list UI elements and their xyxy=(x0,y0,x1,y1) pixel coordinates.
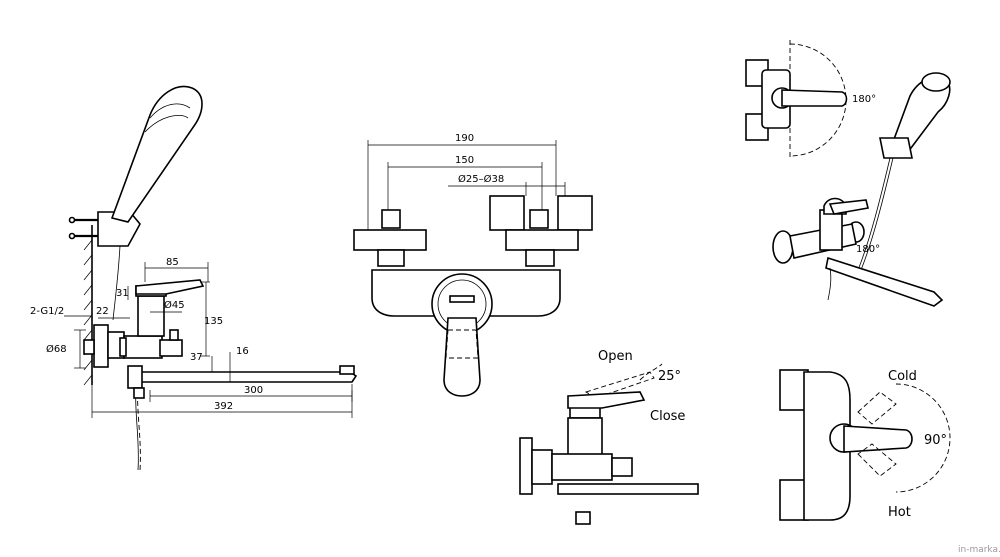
dim-45-diameter: Ø45 xyxy=(164,299,185,311)
angle-180-iso: 180° xyxy=(856,244,880,255)
front-view: 190 150 Ø25–Ø38 xyxy=(353,133,593,397)
dim-392: 392 xyxy=(214,401,233,412)
dim-31: 31 xyxy=(116,288,129,299)
dim-300: 300 xyxy=(244,385,263,396)
detail-temperature: Cold 90° Hot xyxy=(779,369,951,521)
dim-85: 85 xyxy=(166,257,179,268)
detail-top-rotation: 180° xyxy=(745,40,876,160)
dim-135: 135 xyxy=(204,316,223,327)
angle-90: 90° xyxy=(924,433,947,448)
angle-25: 25° xyxy=(658,369,681,384)
label-hot: Hot xyxy=(888,505,911,520)
side-view: 85 31 135 Ø45 22 2-G1/2 Ø68 37 16 300 39… xyxy=(30,85,358,471)
detail-lever: Open 25° Close xyxy=(519,349,699,525)
label-cold: Cold xyxy=(888,369,917,384)
dim-22: 22 xyxy=(96,306,109,317)
dim-25-38: Ø25–Ø38 xyxy=(458,173,504,185)
thread-label: 2-G1/2 xyxy=(30,306,64,317)
label-close: Close xyxy=(650,409,685,424)
watermark: in-marka.ru xyxy=(958,545,1000,555)
detail-isometric: 180° xyxy=(772,72,951,307)
dim-190: 190 xyxy=(455,133,474,144)
label-open: Open xyxy=(598,349,633,364)
dim-150: 150 xyxy=(455,155,474,166)
angle-180-top: 180° xyxy=(852,94,876,105)
dim-37: 37 xyxy=(190,352,203,363)
dim-16: 16 xyxy=(236,346,249,357)
dim-68-diameter: Ø68 xyxy=(46,343,67,355)
